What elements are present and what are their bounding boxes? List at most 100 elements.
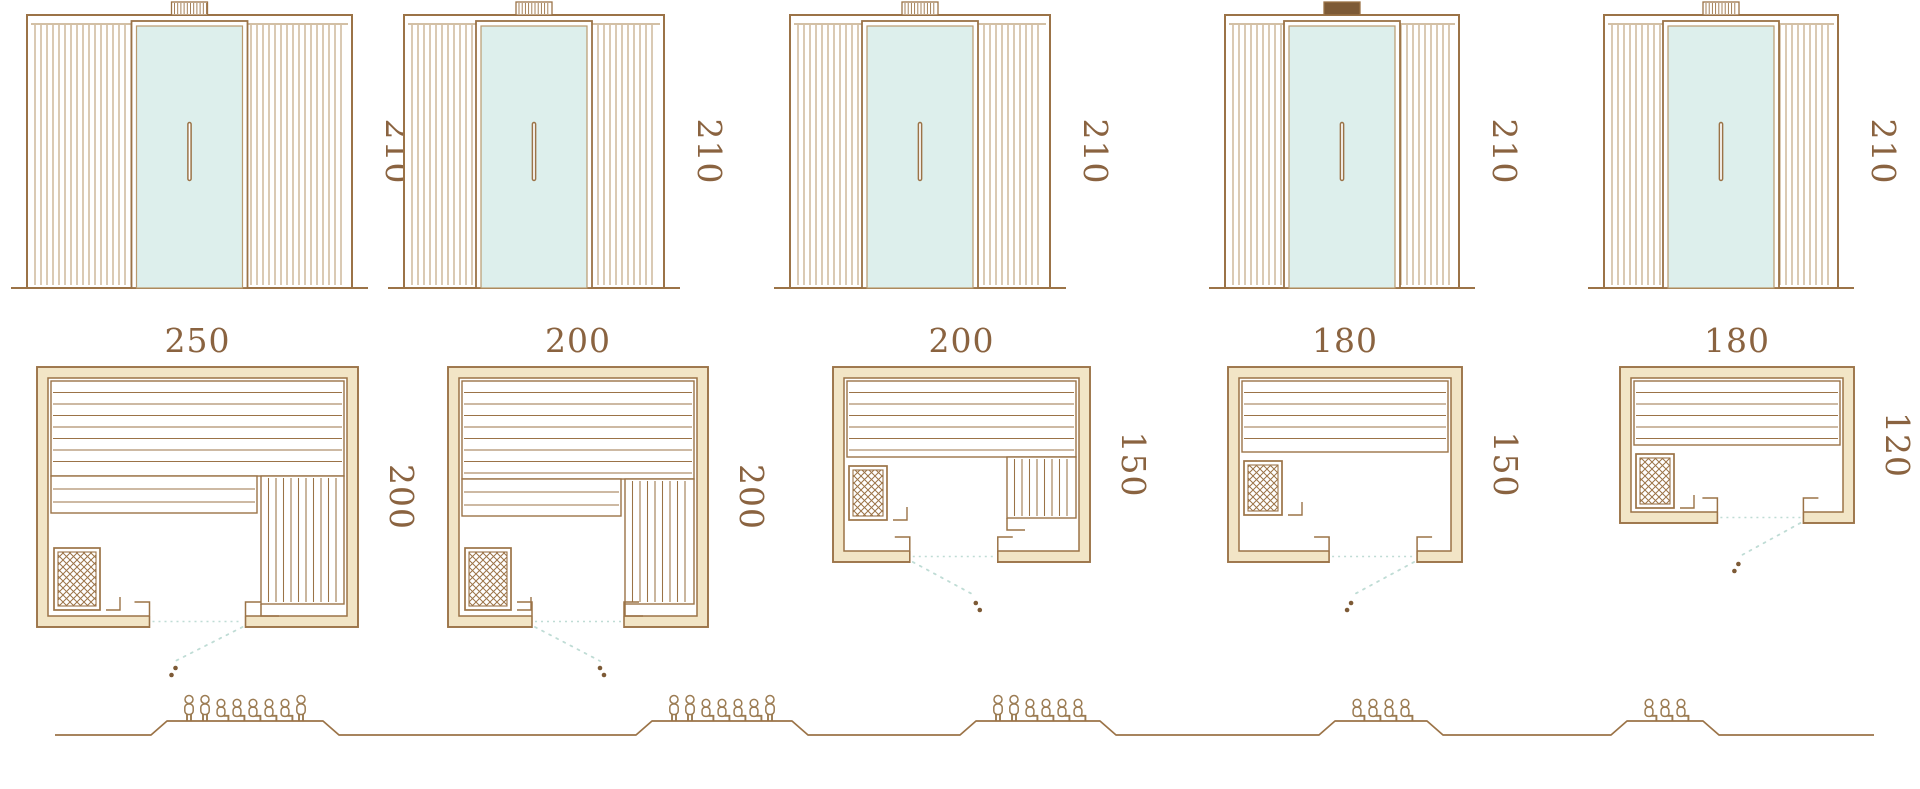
person-icon: [1384, 698, 1398, 721]
plan-width-label: 200: [929, 321, 995, 360]
corner-bench-outline: [624, 478, 695, 605]
heater-core: [1639, 457, 1671, 505]
person-icon: [1368, 698, 1382, 721]
person-head: [1041, 698, 1051, 708]
roof-vent: [170, 1, 209, 16]
heater-core: [57, 551, 97, 607]
person-body: [1025, 706, 1035, 718]
door-opening: [1329, 549, 1418, 564]
door-handle: [531, 121, 537, 182]
diagram-root: 2102502002102002002102001502101801502101…: [11, 1, 1917, 736]
person-icon: [1400, 698, 1414, 721]
door-jamb-hook: [134, 601, 151, 616]
person-head: [280, 698, 290, 708]
elevation-view: 210: [1588, 1, 1903, 289]
bench-outline: [1241, 380, 1449, 453]
person-icon: [264, 698, 278, 721]
person-icon: [1644, 698, 1658, 721]
person-leg: [239, 714, 246, 721]
door-swing-dot: [973, 600, 979, 606]
person-head: [749, 698, 759, 708]
person-body: [232, 706, 242, 718]
door-swing-dot: [1348, 600, 1354, 606]
plan-depth-label: 200: [732, 464, 771, 530]
person-icon: [701, 698, 715, 721]
door-swing-dot: [1344, 607, 1350, 613]
plan-width-label: 250: [165, 321, 231, 360]
bench-foot: [1006, 518, 1025, 531]
person-icon: [1676, 698, 1690, 721]
person-body: [1041, 706, 1051, 718]
person-body: [701, 706, 711, 718]
heater-hook: [1288, 502, 1303, 516]
heater-core: [468, 551, 508, 607]
person-head: [1025, 698, 1035, 708]
person-head: [200, 694, 210, 705]
heater-hook: [893, 507, 908, 521]
person-leg: [1651, 714, 1658, 721]
door-handle: [1339, 121, 1345, 182]
person-body: [296, 703, 306, 716]
person-head: [1400, 698, 1410, 708]
roof-vent: [901, 1, 939, 16]
person-icon: [248, 698, 262, 721]
door-jamb-hook: [894, 536, 911, 551]
person-icon: [1009, 694, 1019, 721]
elevation-view: 210: [388, 1, 729, 289]
person-body: [248, 706, 258, 718]
bench-outline: [461, 478, 622, 517]
person-body: [733, 706, 743, 718]
person-head: [701, 698, 711, 708]
person-body: [264, 706, 274, 718]
person-head: [1644, 698, 1654, 708]
capacity-group: [669, 694, 775, 721]
person-head: [685, 694, 695, 705]
person-body: [1644, 706, 1654, 718]
door-jamb-hook: [997, 536, 1013, 551]
person-icon: [685, 694, 695, 721]
person-head: [1676, 698, 1686, 708]
plan-width-label: 180: [1312, 321, 1378, 360]
person-body: [184, 703, 194, 716]
door-swing-line: [911, 561, 977, 597]
person-leg: [1683, 714, 1690, 721]
person-head: [248, 698, 258, 708]
person-leg: [1391, 714, 1398, 721]
person-icon: [765, 694, 775, 721]
person-head: [1660, 698, 1670, 708]
person-leg: [1407, 714, 1414, 721]
heater-hook: [106, 597, 121, 611]
person-body: [216, 706, 226, 718]
door-swing-line: [1737, 522, 1802, 558]
plan-depth-label: 150: [1486, 432, 1525, 498]
person-icon: [184, 694, 194, 721]
person-body: [749, 706, 759, 718]
door-opening: [149, 614, 246, 629]
capacity-group: [184, 694, 306, 721]
door-swing-dot: [169, 672, 174, 678]
person-head: [1057, 698, 1067, 708]
person-icon: [733, 698, 747, 721]
door-jamb-hook: [244, 601, 261, 616]
door-jamb-hook: [1702, 497, 1719, 512]
person-leg: [255, 714, 262, 721]
person-icon: [200, 694, 210, 721]
person-head: [733, 698, 743, 708]
person-head: [1009, 694, 1019, 705]
person-body: [1073, 706, 1083, 718]
heater-core: [852, 469, 884, 517]
person-icon: [232, 698, 246, 721]
person-icon: [717, 698, 731, 721]
door-opening: [909, 549, 998, 564]
person-head: [765, 694, 775, 705]
roof-vent: [1323, 1, 1361, 16]
door-jamb-hook: [623, 601, 639, 616]
door-jamb-hook: [517, 601, 533, 616]
bench-outline: [461, 380, 695, 480]
person-head: [1073, 698, 1083, 708]
person-leg: [287, 714, 294, 721]
person-leg: [1032, 714, 1039, 721]
roof-vent: [1702, 1, 1740, 16]
